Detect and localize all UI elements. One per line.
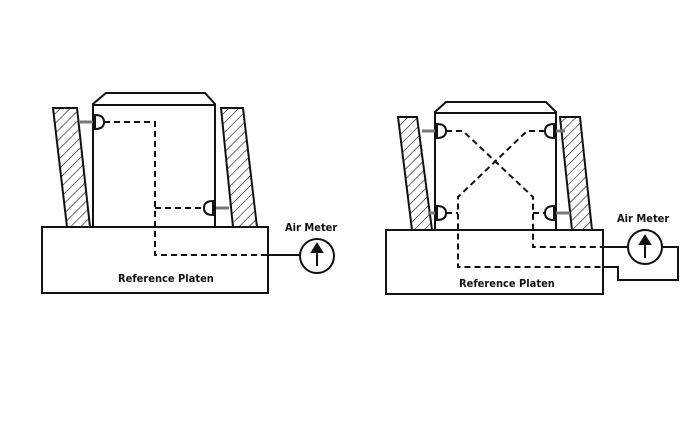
air-meter-label: Air Meter bbox=[617, 212, 669, 225]
platen-label: Reference Platen bbox=[118, 272, 214, 285]
workpiece bbox=[92, 92, 216, 227]
meter-arrow-icon bbox=[638, 234, 652, 258]
air-jet-bottom-right bbox=[202, 199, 214, 217]
air-line-a bbox=[446, 130, 603, 248]
air-jet-bottom-right bbox=[543, 204, 555, 222]
reference-platen bbox=[385, 229, 604, 295]
air-jet-top-left bbox=[436, 122, 448, 140]
left-fixture-wall bbox=[396, 116, 434, 231]
platen-label: Reference Platen bbox=[459, 277, 555, 290]
dual-jet-diagram: Air Meter Reference Platen bbox=[385, 101, 679, 295]
workpiece bbox=[434, 101, 557, 230]
single-jet-diagram: Air Meter Reference Platen bbox=[41, 92, 337, 294]
air-line-b bbox=[446, 130, 603, 268]
air-jet-bottom-left bbox=[436, 204, 448, 222]
left-fixture-wall bbox=[51, 107, 92, 228]
meter-arrow-icon bbox=[310, 242, 324, 266]
air-jet-top-left bbox=[94, 113, 106, 131]
air-line bbox=[104, 121, 268, 256]
air-jet-top-right bbox=[543, 122, 555, 140]
air-meter-label: Air Meter bbox=[285, 221, 337, 234]
